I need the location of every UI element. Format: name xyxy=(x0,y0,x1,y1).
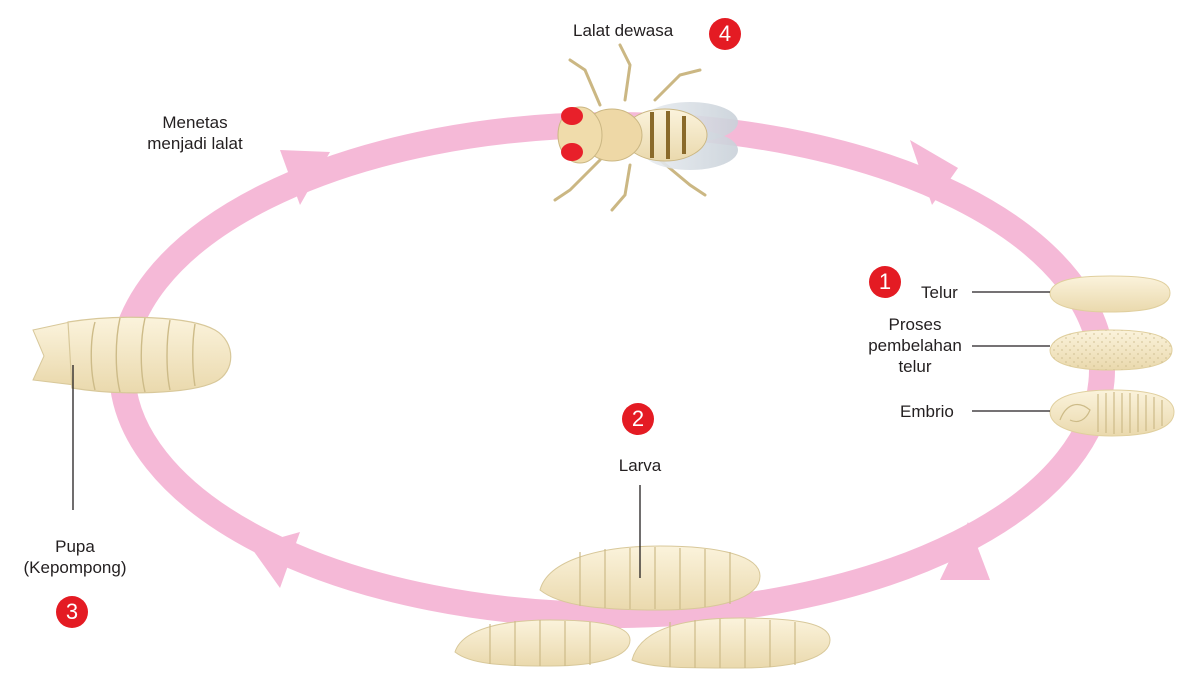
larva-label: Larva xyxy=(600,455,680,476)
hatch-label: Menetas menjadi lalat xyxy=(130,112,260,154)
egg-label: Telur xyxy=(921,282,958,303)
cleavage-label-line3: telur xyxy=(860,356,970,377)
embryo-label: Embrio xyxy=(900,401,954,422)
pupa-number-badge: 3 xyxy=(56,596,88,628)
cleavage-label: Proses pembelahan telur xyxy=(860,314,970,377)
egg-illustration xyxy=(1050,276,1170,312)
cleavage-label-line1: Proses xyxy=(860,314,970,335)
larva-illustration xyxy=(455,485,830,668)
cleavage-label-line2: pembelahan xyxy=(860,335,970,356)
pupa-label-line1: Pupa xyxy=(10,536,140,557)
egg-number-badge: 1 xyxy=(869,266,901,298)
pupa-label-line2: (Kepompong) xyxy=(10,557,140,578)
hatch-label-line2: menjadi lalat xyxy=(130,133,260,154)
adult-label: Lalat dewasa xyxy=(573,20,673,41)
adult-number-badge: 4 xyxy=(709,18,741,50)
cleavage-egg-illustration xyxy=(1050,330,1172,370)
larva-number-badge: 2 xyxy=(622,403,654,435)
adult-fly-illustration xyxy=(555,45,738,210)
embryo-illustration xyxy=(1050,390,1174,436)
hatch-label-line1: Menetas xyxy=(130,112,260,133)
egg-label-lines xyxy=(972,292,1050,411)
pupa-label: Pupa (Kepompong) xyxy=(10,536,140,578)
